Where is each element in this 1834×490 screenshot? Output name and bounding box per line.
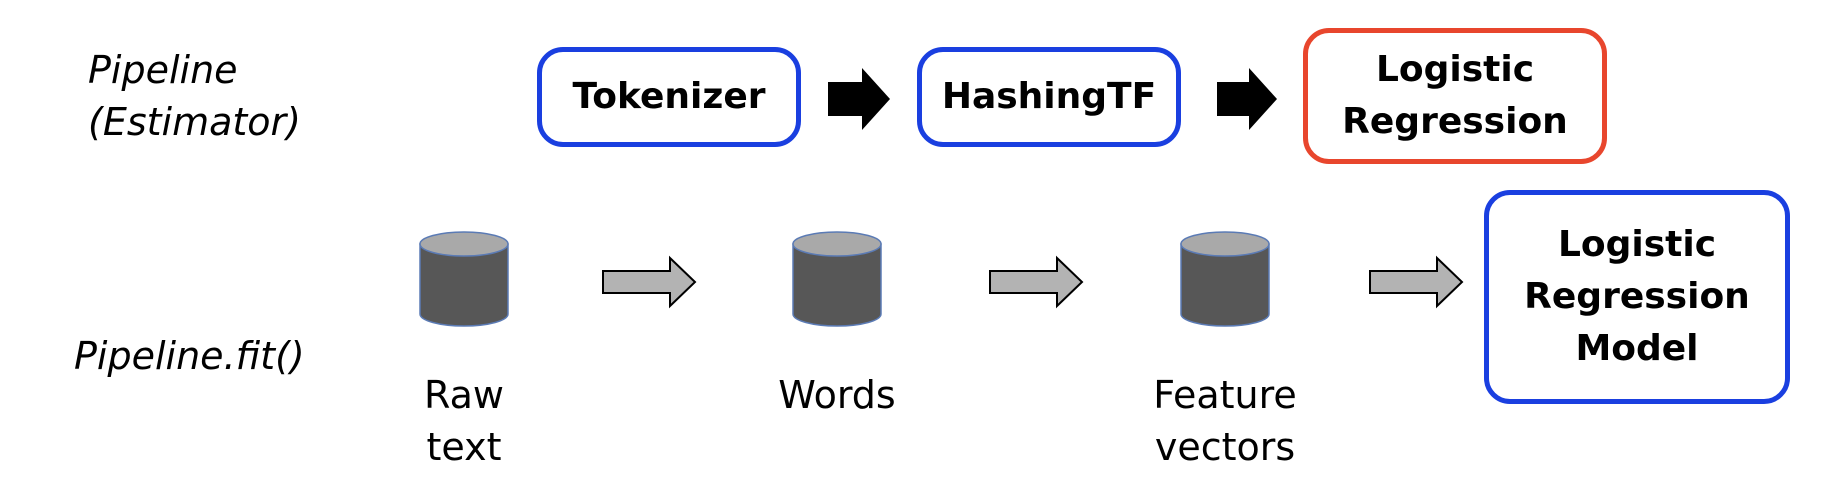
tokenizer-box: Tokenizer <box>537 47 801 147</box>
raw-text-label: Raw text <box>424 373 504 469</box>
raw-text-cylinder <box>419 231 509 327</box>
logistic-regression-model-box: Logistic Regression Model <box>1484 190 1790 404</box>
feature-vectors-label: Feature vectors <box>1153 373 1297 469</box>
feature-vectors-cylinder <box>1180 231 1270 327</box>
flow-arrow-2 <box>989 255 1084 309</box>
flow-arrow-3 <box>1369 255 1464 309</box>
pipeline-fit-label: Pipeline.fit() <box>74 334 305 378</box>
words-cylinder <box>792 231 882 327</box>
flow-arrow-1 <box>602 255 697 309</box>
stage-arrow-1 <box>828 68 890 130</box>
logistic-regression-box: Logistic Regression <box>1303 28 1607 164</box>
stage-arrow-2 <box>1217 68 1277 130</box>
words-label: Words <box>778 373 896 417</box>
pipeline-estimator-label: Pipeline (Estimator) <box>88 48 301 144</box>
hashingtf-box: HashingTF <box>917 47 1181 147</box>
